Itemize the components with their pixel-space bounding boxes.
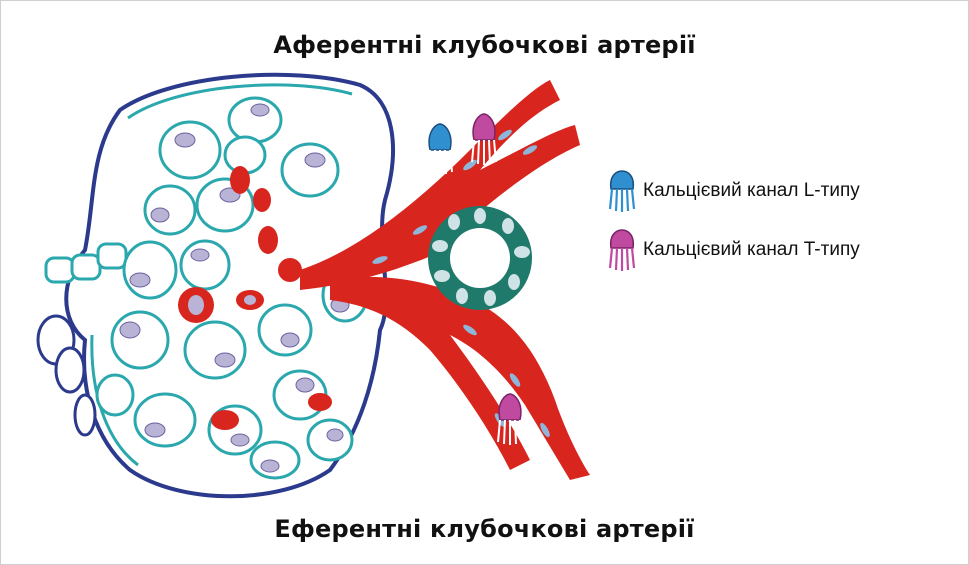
legend-l-type-label: Кальцієвий канал L-типу bbox=[643, 180, 860, 202]
l-type-channel-on-afferent bbox=[428, 124, 452, 175]
t-type-calcium-channel-icon bbox=[607, 228, 637, 272]
efferent-arteries-title: Еферентні клубочкові артерії bbox=[0, 515, 969, 543]
legend-l-type: Кальцієвий канал L-типу bbox=[607, 167, 860, 215]
legend-t-type: Кальцієвий канал T-типу bbox=[607, 226, 860, 274]
macula-densa bbox=[428, 206, 532, 310]
legend-t-type-label: Кальцієвий канал T-типу bbox=[643, 239, 860, 261]
l-type-calcium-channel-icon bbox=[607, 169, 637, 213]
